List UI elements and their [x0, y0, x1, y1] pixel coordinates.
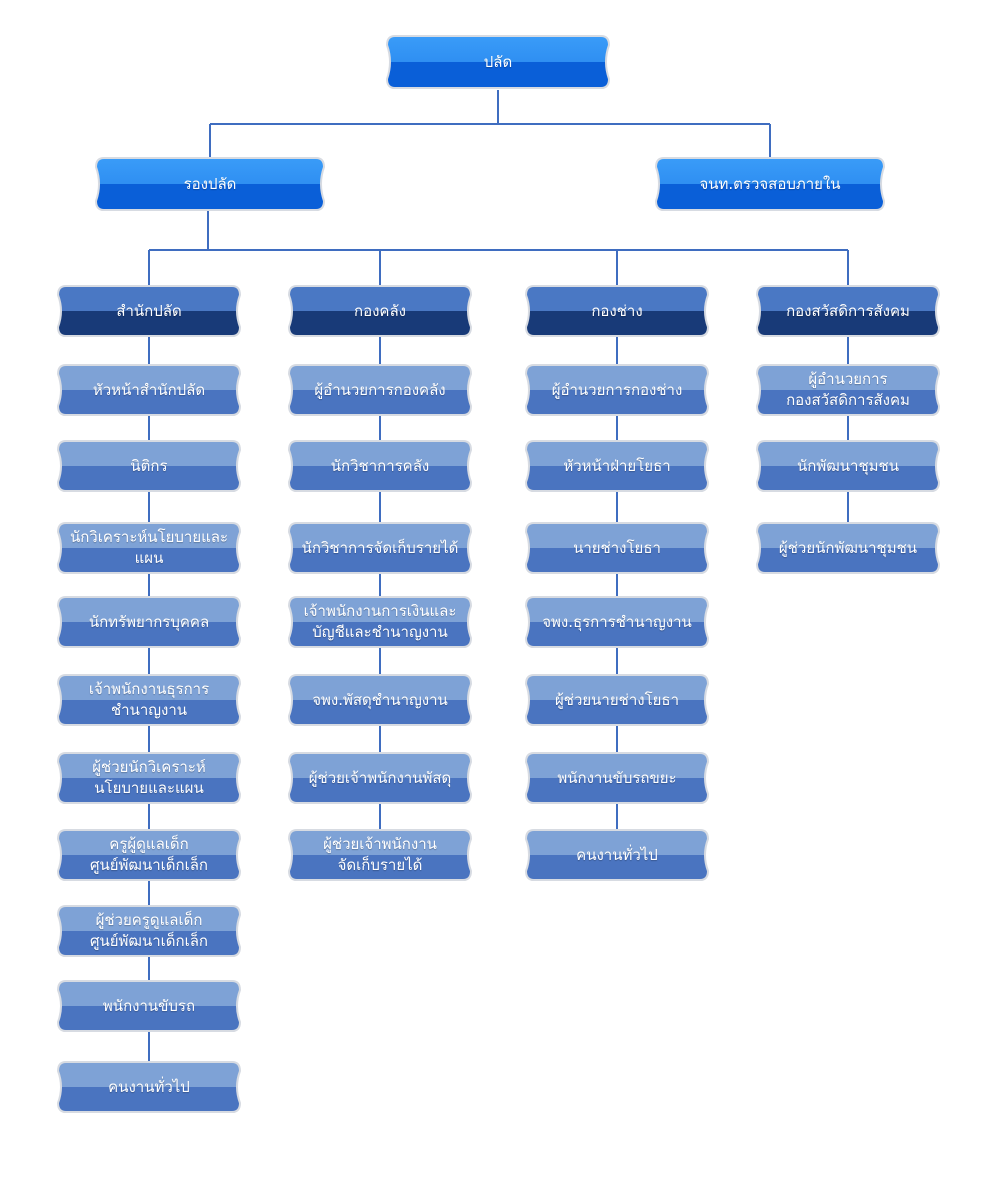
node-position-1-5: ผู้ช่วยเจ้าพนักงานพัสดุ	[287, 752, 473, 804]
node-position-0-2: นักวิเคราะห์นโยบายและแผน	[56, 522, 242, 574]
node-position-0-0: หัวหน้าสำนักปลัด	[56, 364, 242, 416]
node-position-2-1-label: หัวหน้าฝ่ายโยธา	[563, 456, 671, 475]
node-position-1-1: นักวิชาการคลัง	[287, 440, 473, 492]
node-position-2-4-label: ผู้ช่วยนายช่างโยธา	[555, 690, 679, 709]
node-position-0-2-label: นักวิเคราะห์นโยบายและแผน	[69, 528, 229, 567]
node-position-0-1: นิติกร	[56, 440, 242, 492]
node-position-0-9-label: คนงานทั่วไป	[108, 1077, 190, 1096]
node-position-0-7-label: ผู้ช่วยครูดูแลเด็ก ศูนย์พัฒนาเด็กเล็ก	[89, 911, 209, 950]
node-level2-1-label: จนท.ตรวจสอบภายใน	[699, 174, 841, 193]
node-position-1-4-label: จพง.พัสดุชำนาญงาน	[312, 690, 448, 709]
node-position-2-0-label: ผู้อำนวยการกองช่าง	[551, 380, 683, 399]
node-position-1-3-label: เจ้าพนักงานการเงินและ บัญชีและชำนาญงาน	[303, 602, 457, 641]
node-level2-0: รองปลัด	[94, 157, 326, 211]
node-position-0-4: เจ้าพนักงานธุรการ ชำนาญงาน	[56, 674, 242, 726]
node-position-0-5-label: ผู้ช่วยนักวิเคราะห์ นโยบายและแผน	[92, 758, 206, 797]
node-position-0-1-label: นิติกร	[130, 456, 168, 475]
node-position-1-6-label: ผู้ช่วยเจ้าพนักงาน จัดเก็บรายได้	[323, 835, 437, 874]
node-position-2-3-label: จพง.ธุรการชำนาญงาน	[542, 612, 692, 631]
node-department-0: สำนักปลัด	[56, 285, 242, 337]
node-position-2-3: จพง.ธุรการชำนาญงาน	[524, 596, 710, 648]
node-department-1: กองคลัง	[287, 285, 473, 337]
node-root: ปลัด	[385, 35, 611, 89]
node-position-0-3-label: นักทรัพยากรบุคคล	[88, 612, 210, 631]
node-position-0-9: คนงานทั่วไป	[56, 1061, 242, 1113]
node-position-1-1-label: นักวิชาการคลัง	[330, 456, 430, 475]
node-position-2-5-label: พนักงานขับรถขยะ	[557, 768, 677, 787]
node-position-3-0: ผู้อำนวยการ กองสวัสดิการสังคม	[755, 364, 941, 416]
node-position-3-0-label: ผู้อำนวยการ กองสวัสดิการสังคม	[786, 370, 910, 409]
node-position-0-6: ครูผู้ดูแลเด็ก ศูนย์พัฒนาเด็กเล็ก	[56, 829, 242, 881]
node-position-0-3: นักทรัพยากรบุคคล	[56, 596, 242, 648]
node-position-1-0-label: ผู้อำนวยการกองคลัง	[314, 380, 446, 399]
node-position-1-0: ผู้อำนวยการกองคลัง	[287, 364, 473, 416]
node-root-label: ปลัด	[483, 52, 513, 71]
node-position-3-1-label: นักพัฒนาชุมชน	[797, 456, 899, 475]
node-position-1-2-label: นักวิชาการจัดเก็บรายได้	[301, 538, 459, 557]
node-position-2-4: ผู้ช่วยนายช่างโยธา	[524, 674, 710, 726]
node-department-2-label: กองช่าง	[591, 301, 643, 320]
node-position-3-1: นักพัฒนาชุมชน	[755, 440, 941, 492]
node-position-1-5-label: ผู้ช่วยเจ้าพนักงานพัสดุ	[308, 768, 452, 787]
node-position-0-4-label: เจ้าพนักงานธุรการ ชำนาญงาน	[88, 680, 210, 719]
node-position-1-3: เจ้าพนักงานการเงินและ บัญชีและชำนาญงาน	[287, 596, 473, 648]
node-position-0-0-label: หัวหน้าสำนักปลัด	[92, 380, 206, 399]
node-position-1-2: นักวิชาการจัดเก็บรายได้	[287, 522, 473, 574]
node-department-2: กองช่าง	[524, 285, 710, 337]
node-position-3-2: ผู้ช่วยนักพัฒนาชุมชน	[755, 522, 941, 574]
node-position-2-6-label: คนงานทั่วไป	[576, 845, 658, 864]
node-level2-0-label: รองปลัด	[183, 174, 237, 193]
node-level2-1: จนท.ตรวจสอบภายใน	[654, 157, 886, 211]
node-position-2-2: นายช่างโยธา	[524, 522, 710, 574]
node-position-2-1: หัวหน้าฝ่ายโยธา	[524, 440, 710, 492]
node-position-3-2-label: ผู้ช่วยนักพัฒนาชุมชน	[778, 538, 918, 557]
node-position-2-2-label: นายช่างโยธา	[573, 538, 661, 557]
node-position-0-8: พนักงานขับรถ	[56, 980, 242, 1032]
node-department-3-label: กองสวัสดิการสังคม	[786, 301, 910, 320]
node-position-0-7: ผู้ช่วยครูดูแลเด็ก ศูนย์พัฒนาเด็กเล็ก	[56, 905, 242, 957]
node-position-2-5: พนักงานขับรถขยะ	[524, 752, 710, 804]
node-position-2-0: ผู้อำนวยการกองช่าง	[524, 364, 710, 416]
node-position-1-6: ผู้ช่วยเจ้าพนักงาน จัดเก็บรายได้	[287, 829, 473, 881]
node-position-2-6: คนงานทั่วไป	[524, 829, 710, 881]
node-position-0-5: ผู้ช่วยนักวิเคราะห์ นโยบายและแผน	[56, 752, 242, 804]
node-position-1-4: จพง.พัสดุชำนาญงาน	[287, 674, 473, 726]
node-department-1-label: กองคลัง	[354, 301, 406, 320]
node-department-3: กองสวัสดิการสังคม	[755, 285, 941, 337]
node-department-0-label: สำนักปลัด	[116, 301, 182, 320]
node-position-0-6-label: ครูผู้ดูแลเด็ก ศูนย์พัฒนาเด็กเล็ก	[89, 835, 209, 874]
node-position-0-8-label: พนักงานขับรถ	[102, 996, 196, 1015]
